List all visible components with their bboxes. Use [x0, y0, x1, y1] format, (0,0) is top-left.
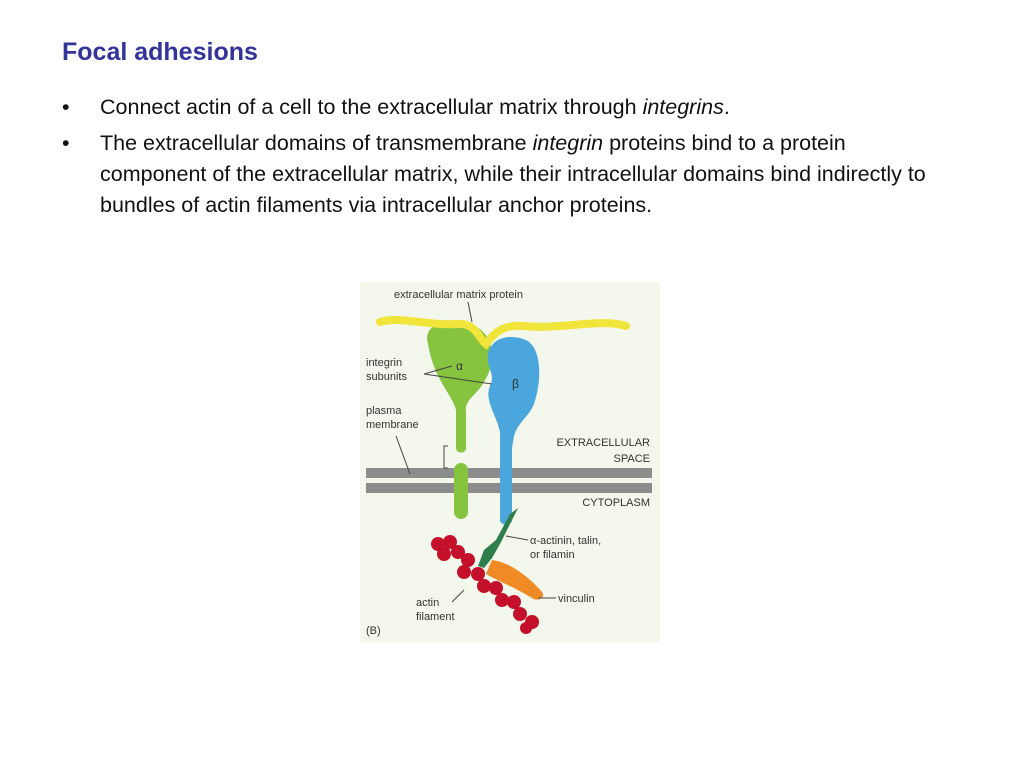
- label-plasma-line2: membrane: [366, 419, 419, 431]
- bullet-marker: •: [62, 131, 70, 155]
- label-extracellular-line2: SPACE: [614, 453, 650, 465]
- bullet-text-segment: The extracellular domains of transmembra…: [100, 131, 533, 155]
- actin-bead: [443, 535, 457, 549]
- actin-bead: [471, 567, 485, 581]
- bullet-list: • Connect actin of a cell to the extrace…: [62, 92, 942, 226]
- actin-bead: [437, 547, 451, 561]
- label-actin-line1: actin: [416, 597, 439, 609]
- label-integrin-line2: subunits: [366, 371, 407, 383]
- pointer-beta: [423, 373, 493, 385]
- label-actinin-line2: or filamin: [530, 549, 575, 561]
- label-extracellular-line1: EXTRACELLULAR: [556, 437, 650, 449]
- actin-bead: [507, 595, 521, 609]
- pointer-actin: [451, 589, 465, 603]
- actin-bead: [495, 593, 509, 607]
- vinculin-protein: [486, 560, 544, 600]
- slide-title: Focal adhesions: [62, 38, 258, 66]
- integrin-alpha-head: [427, 320, 493, 453]
- focal-adhesion-diagram: extracellular matrix protein integrin su…: [360, 282, 660, 642]
- label-actin-line2: filament: [416, 611, 455, 623]
- actin-bead: [489, 581, 503, 595]
- bullet-text-segment: .: [723, 95, 730, 119]
- pointer-membrane-bracket: [443, 445, 448, 469]
- pointer-plasma-membrane: [395, 435, 411, 475]
- pointer-ecm: [467, 301, 473, 323]
- integrin-alpha-transmembrane: [454, 463, 468, 519]
- bullet-item: • The extracellular domains of transmemb…: [62, 128, 942, 221]
- pointer-alpha: [423, 365, 453, 375]
- integrin-beta-subunit: [487, 336, 540, 525]
- bullet-text-italic: integrins: [642, 95, 724, 119]
- label-beta-subunit: β: [512, 377, 519, 391]
- pointer-actinin: [505, 535, 529, 541]
- bullet-item: • Connect actin of a cell to the extrace…: [62, 92, 942, 123]
- actin-bead: [520, 622, 532, 634]
- bullet-text-segment: proteins bind to a protein component of …: [100, 131, 926, 217]
- actin-bead: [461, 553, 475, 567]
- label-alpha-subunit: α: [456, 359, 463, 373]
- label-vinculin: vinculin: [558, 593, 595, 605]
- actin-bead: [513, 607, 527, 621]
- label-pointer-lines: [395, 301, 556, 603]
- ecm-protein-strand: [376, 316, 630, 350]
- focal-adhesion-figure: extracellular matrix protein integrin su…: [360, 282, 660, 642]
- bullet-text-segment: Connect actin of a cell to the extracell…: [100, 95, 643, 119]
- figure-labels: extracellular matrix protein integrin su…: [366, 289, 650, 637]
- label-panel: (B): [366, 625, 381, 637]
- actin-bead: [457, 565, 471, 579]
- actin-bead: [451, 545, 465, 559]
- label-actinin-line1: α-actinin, talin,: [530, 535, 601, 547]
- label-cytoplasm: CYTOPLASM: [582, 497, 650, 509]
- label-plasma-line1: plasma: [366, 405, 402, 417]
- label-ecm-protein: extracellular matrix protein: [394, 289, 523, 301]
- actin-bead: [477, 579, 491, 593]
- label-integrin-line1: integrin: [366, 357, 402, 369]
- bullet-marker: •: [62, 95, 70, 119]
- actin-filament-beads: [431, 535, 539, 634]
- bullet-text-italic: integrin: [532, 131, 604, 155]
- anchor-protein-actinin: [478, 508, 518, 568]
